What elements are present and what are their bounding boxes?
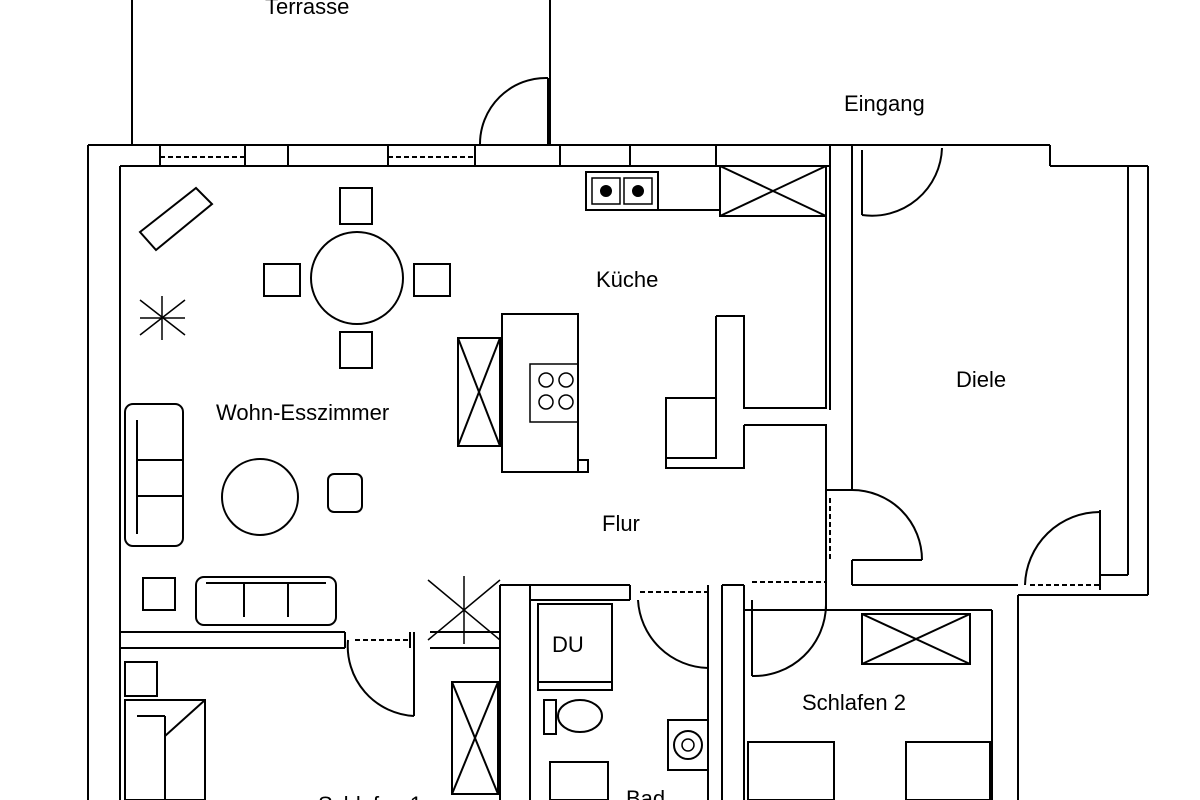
room-labels: Terrasse Eingang Küche Wohn-Esszimmer Di… <box>216 0 1006 800</box>
label-diele: Diele <box>956 367 1006 392</box>
label-bad: Bad <box>626 786 665 800</box>
bathroom-fixtures <box>451 603 709 800</box>
label-eingang: Eingang <box>844 91 925 116</box>
label-schlafen-1: Schlafen 1 <box>318 792 422 800</box>
label-terrasse: Terrasse <box>265 0 349 19</box>
outer-walls <box>87 144 1149 800</box>
interior-walls-lower <box>120 560 993 800</box>
label-du: DU <box>552 632 584 657</box>
dining-table <box>263 187 451 369</box>
label-kueche: Küche <box>596 267 658 292</box>
diele-walls <box>829 145 1128 590</box>
terrace-door <box>478 76 549 146</box>
label-flur: Flur <box>602 511 640 536</box>
label-wohn-esszimmer: Wohn-Esszimmer <box>216 400 389 425</box>
terrace-area <box>131 0 551 145</box>
bedroom1-furniture <box>124 661 206 800</box>
label-schlafen-2: Schlafen 2 <box>802 690 906 715</box>
bedroom2-furniture <box>747 613 991 800</box>
living-furniture <box>124 186 501 644</box>
kitchen-fixtures <box>457 165 827 560</box>
doors-lower <box>346 489 923 717</box>
